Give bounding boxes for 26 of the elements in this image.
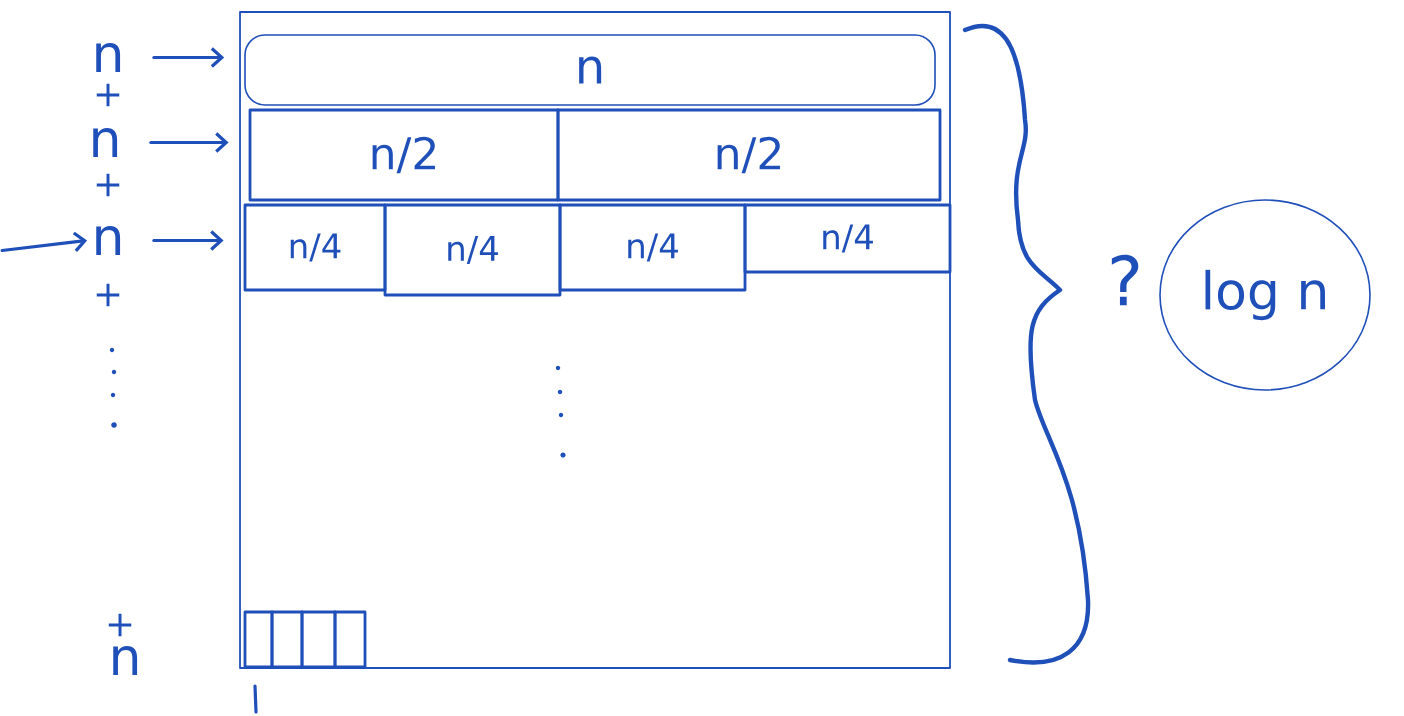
plus-sign: + <box>96 173 120 197</box>
arrow <box>152 230 224 251</box>
circled-text: log n <box>1159 199 1371 391</box>
outer-box <box>239 11 951 669</box>
cell-box: n/4 <box>558 203 747 292</box>
row-sum-term: n <box>96 225 121 256</box>
cell-box: n/4 <box>383 203 562 297</box>
array-box: n <box>244 34 936 106</box>
arrow <box>149 132 229 153</box>
row-sum-term: n <box>113 645 138 676</box>
cell-box: n/2 <box>556 108 942 202</box>
bar-box <box>300 610 337 669</box>
cell-box: n/4 <box>243 203 387 292</box>
bar-box <box>333 610 367 669</box>
question-mark: ? <box>1111 254 1139 306</box>
row-sum-term: n <box>96 42 121 73</box>
plus-sign: + <box>96 283 120 307</box>
plus-sign: + <box>108 613 132 637</box>
arrow <box>152 47 225 68</box>
plus-sign: + <box>96 83 120 107</box>
bar-box <box>270 610 304 669</box>
cell-box: n/2 <box>248 108 560 202</box>
arrow <box>0 231 88 253</box>
bar-box <box>243 610 274 669</box>
cell-box: n/4 <box>743 203 952 274</box>
row-sum-term: n <box>93 127 118 158</box>
